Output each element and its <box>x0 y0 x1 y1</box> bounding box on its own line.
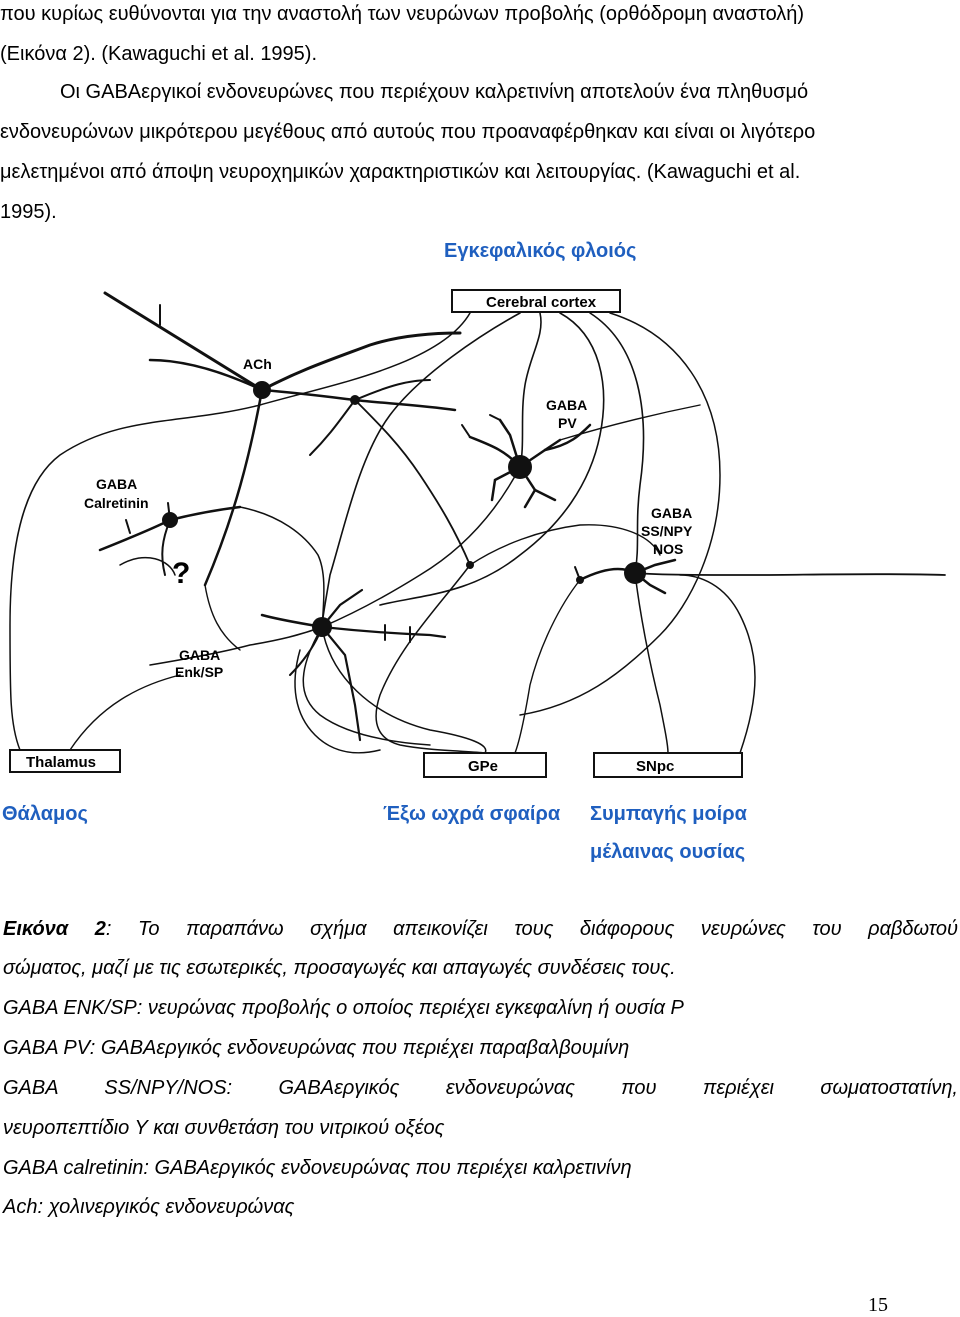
ach-label: ACh <box>243 356 272 372</box>
definition-ach: Ach: χολινεργικός ενδονευρώνας <box>3 1196 295 1218</box>
gpe-box-label: GPe <box>468 758 498 775</box>
figure-title-greek: Εγκεφαλικός φλοιός <box>444 240 637 262</box>
gaba-ss-label-3: NOS <box>653 541 683 557</box>
caption-text-1: : Το παραπάνω σχήμα απεικονίζει τους διά… <box>105 918 959 940</box>
caption-label: Εικόνα 2 <box>3 918 106 940</box>
body-line-5: μελετημένοι από άποψη νευροχημικών χαρακ… <box>0 161 801 183</box>
striatum-neuron-diagram: Cerebral cortex Thalamus GPe SNpc ACh GA… <box>9 289 946 778</box>
page-number: 15 <box>868 1294 888 1316</box>
definition-calretinin: GABA calretinin: GABAεργικός ενδονευρώνα… <box>3 1157 632 1179</box>
gpe-greek-label: Έξω ωχρά σφαίρα <box>383 803 561 825</box>
gaba-pv-label-2: PV <box>558 415 577 431</box>
gaba-pv-label-1: GABA <box>546 397 587 413</box>
body-line-6: 1995). <box>0 201 57 223</box>
definition-enk-sp: GABA ENK/SP: νευρώνας προβολής ο οποίος … <box>3 997 684 1019</box>
gaba-calretinin-label-1: GABA <box>96 476 137 492</box>
gaba-enk-label-1: GABA <box>179 647 220 663</box>
caption-line-2: σώματος, μαζί με τις εσωτερικές, προσαγω… <box>3 957 676 979</box>
caption-line-1: Εικόνα 2: Το παραπάνω σχήμα απεικονίζει … <box>3 918 958 941</box>
question-mark-label: ? <box>172 557 190 590</box>
thalamus-greek-label: Θάλαμος <box>2 803 88 825</box>
gaba-calretinin-label-2: Calretinin <box>84 495 149 511</box>
body-line-2: (Εικόνα 2). (Kawaguchi et al. 1995). <box>0 43 318 65</box>
definition-pv: GABA PV: GABAεργικός ενδονευρώνας που πε… <box>3 1037 630 1059</box>
snpc-box-label: SNpc <box>636 758 674 775</box>
cortex-box-label: Cerebral cortex <box>486 294 597 311</box>
definition-ss-npy-nos-line-2: νευροπεπτίδιο Υ και συνθετάση του νιτρικ… <box>3 1117 445 1139</box>
body-line-3: Οι GABAεργικοί ενδονευρώνες που περιέχου… <box>60 81 809 103</box>
body-line-1: που κυρίως ευθύνονται για την αναστολή τ… <box>0 3 805 25</box>
body-line-4: ενδονευρώνων μικρότερου μεγέθους από αυτ… <box>0 121 816 143</box>
gaba-enk-label-2: Enk/SP <box>175 664 223 680</box>
definition-ss-npy-nos-line-1: GABA SS/NPY/NOS: GABAεργικός ενδονευρώνα… <box>3 1077 958 1099</box>
snpc-greek-label-1: Συμπαγής μοίρα <box>590 803 747 825</box>
gaba-ss-label-1: GABA <box>651 505 692 521</box>
snpc-greek-label-2: μέλαινας ουσίας <box>590 841 746 863</box>
thalamus-box-label: Thalamus <box>26 754 96 771</box>
gaba-ss-label-2: SS/NPY <box>641 523 693 539</box>
